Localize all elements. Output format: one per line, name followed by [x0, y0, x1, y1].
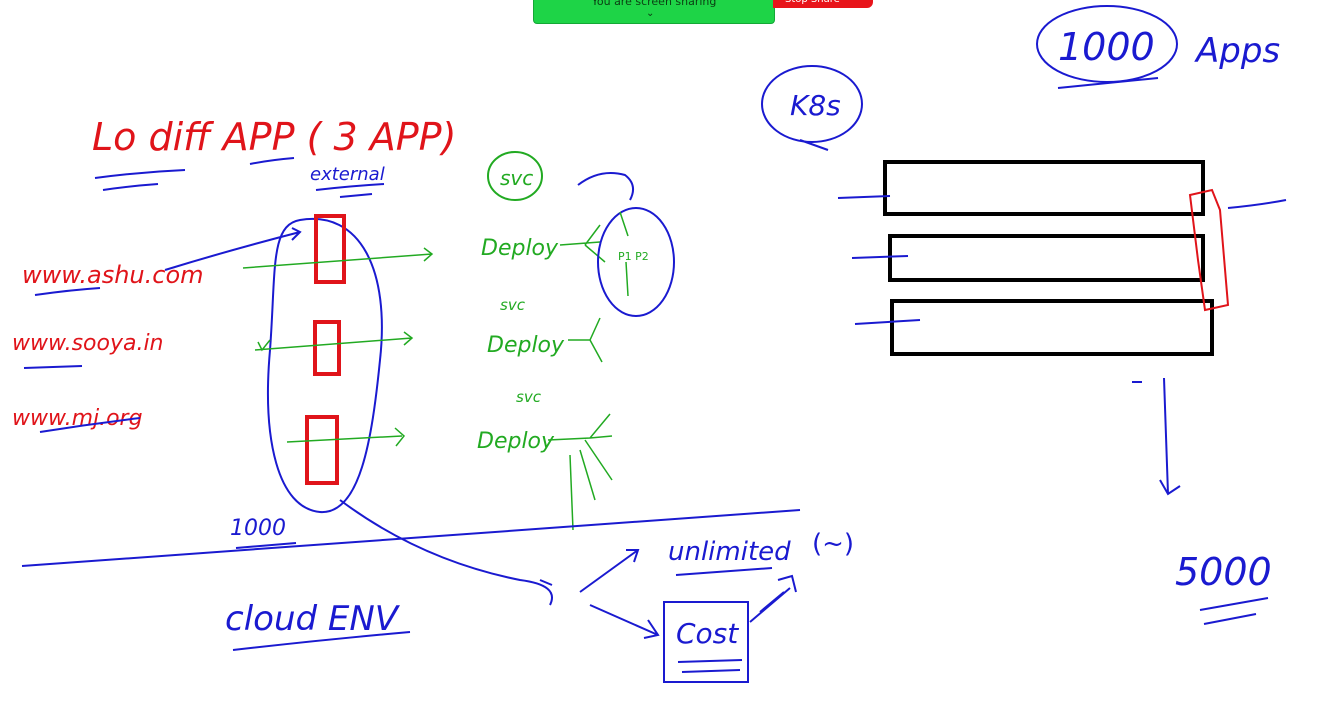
- cloud-env-underline: [232, 631, 411, 651]
- traffic-arrow-3: [286, 427, 406, 447]
- divider-line: [21, 509, 801, 567]
- app-box-2: [313, 320, 341, 376]
- url-ashu: www.ashu.com: [22, 261, 204, 289]
- apps-count-circle: [1036, 5, 1178, 83]
- k8s-label: K8s: [790, 89, 841, 122]
- unlimited-label: unlimited: [668, 537, 791, 567]
- chevron-right-icon[interactable]: ▸: [759, 0, 764, 3]
- app-box-3: [305, 415, 339, 485]
- apps-count: 1000: [1058, 25, 1155, 69]
- down-arrow: [1132, 377, 1181, 496]
- k8s-tail: [799, 139, 829, 151]
- sharing-label: You are screen sharing: [591, 0, 717, 8]
- cluster-box-3: [890, 299, 1214, 356]
- cost-rising-arrow: [749, 574, 797, 623]
- count-left-underline: [235, 542, 297, 549]
- chevron-left-icon[interactable]: ◂: [540, 0, 545, 3]
- deploy-branches: [547, 224, 613, 531]
- tilde-label: (~): [812, 529, 854, 559]
- app-box-1: [314, 214, 346, 284]
- deploy-1: Deploy: [481, 236, 559, 261]
- deploy-3: Deploy: [477, 429, 555, 454]
- url-arrow: [164, 227, 302, 271]
- title-left: Lo diff APP ( 3 APP): [92, 115, 456, 159]
- title-underline: [94, 157, 295, 191]
- unlimited-underline: [675, 567, 773, 576]
- cost-label: Cost: [676, 617, 739, 650]
- pods-lines: [619, 211, 629, 297]
- cost-box: [663, 601, 749, 683]
- svc-label-2: svc: [516, 388, 542, 406]
- screen-share-bar[interactable]: ◂ You are screen sharing ▸ ⌄: [533, 0, 775, 24]
- app-group-oval: [267, 217, 383, 514]
- external-label: external: [310, 164, 385, 185]
- traffic-arrow-1: [242, 247, 434, 269]
- count-right: 5000: [1175, 550, 1272, 594]
- svc-label-1: svc: [500, 296, 526, 314]
- cluster-box-2: [888, 234, 1205, 282]
- pods-text: P1 P2: [618, 250, 649, 263]
- apps-label: Apps: [1194, 31, 1280, 71]
- pod-circle: [597, 207, 675, 317]
- pod-circle-tail: [577, 172, 635, 201]
- count-right-underline: [1199, 597, 1269, 625]
- apps-count-underline: [1057, 77, 1159, 89]
- cost-underline: [677, 659, 743, 673]
- count-left: 1000: [230, 516, 286, 541]
- external-underline: [315, 183, 385, 198]
- url-underlines: [23, 287, 141, 433]
- traffic-arrow-2: [254, 331, 414, 352]
- stop-share-button[interactable]: Stop Share: [773, 0, 873, 8]
- cluster-input-lines: [837, 195, 1287, 325]
- url-sooya: www.sooya.in: [12, 331, 164, 356]
- k8s-circle: [761, 65, 863, 143]
- cloud-arrow-branches: [579, 549, 660, 639]
- cloud-arrow: [339, 499, 553, 606]
- cloud-env-label: cloud ENV: [225, 599, 401, 639]
- deploy-2: Deploy: [487, 333, 565, 358]
- svc-circle: [487, 151, 543, 201]
- cluster-box-1: [883, 160, 1205, 216]
- svc-top-label: svc: [500, 166, 533, 190]
- chevron-down-icon[interactable]: ⌄: [646, 8, 655, 19]
- red-highlight: [1188, 188, 1230, 312]
